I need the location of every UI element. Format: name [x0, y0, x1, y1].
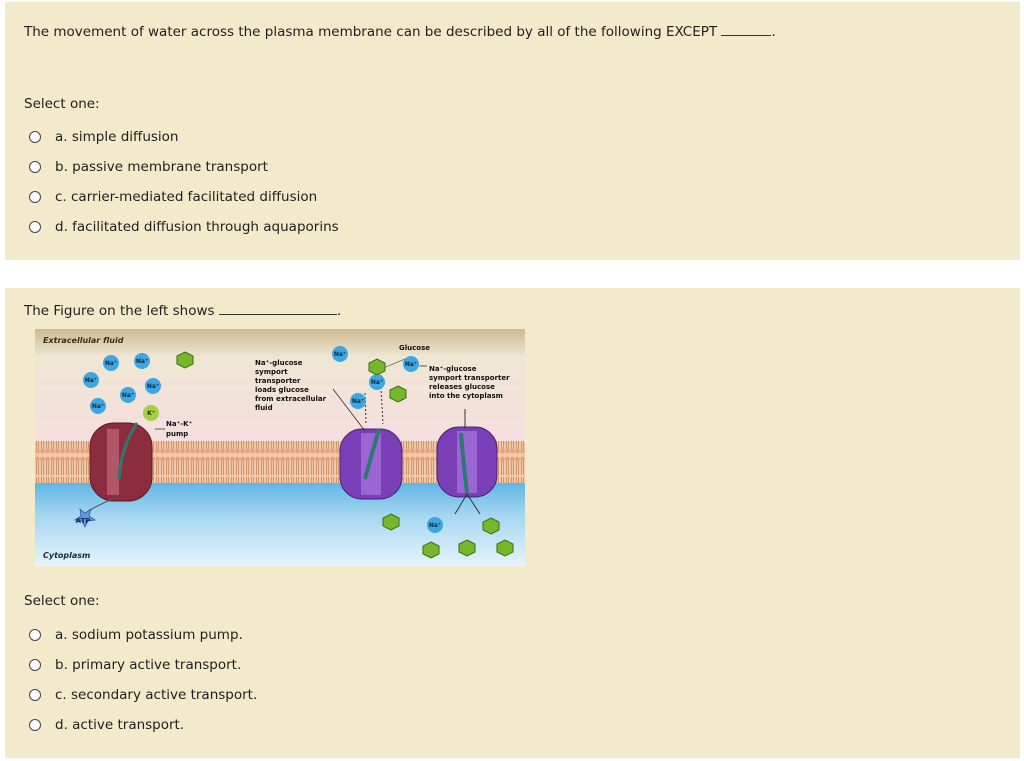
question-1-card: The movement of water across the plasma …: [5, 2, 1020, 260]
extracellular-label: Extracellular fluid: [43, 336, 124, 345]
radio-button[interactable]: [29, 191, 41, 203]
svg-text:symport transporter: symport transporter: [429, 374, 510, 382]
option-d[interactable]: d. active transport.: [29, 710, 257, 740]
radio-button[interactable]: [29, 221, 41, 233]
option-a[interactable]: a. sodium potassium pump.: [29, 620, 257, 650]
pump-label-2: pump: [166, 430, 188, 438]
svg-text:fluid: fluid: [255, 404, 273, 412]
svg-text:Na⁺: Na⁺: [92, 403, 104, 410]
cytoplasm-label: Cytoplasm: [43, 551, 90, 560]
pump-label: Na⁺-K⁺: [166, 420, 193, 428]
option-a[interactable]: a. simple diffusion: [29, 122, 339, 152]
question-1-text: The movement of water across the plasma …: [24, 24, 776, 40]
svg-text:Na⁺: Na⁺: [122, 392, 134, 399]
select-one-label: Select one:: [24, 593, 100, 609]
question-1-trail: .: [771, 24, 776, 40]
membrane-transport-figure: Extracellular fluid Cytoplasm Na⁺ Na⁺ Na…: [35, 329, 525, 566]
answer-blank: [721, 24, 772, 36]
option-b[interactable]: b. primary active transport.: [29, 650, 257, 680]
option-label: c. secondary active transport.: [55, 687, 258, 703]
radio-button[interactable]: [29, 659, 41, 671]
na-label: Na⁺: [405, 361, 417, 368]
svg-text:releases glucose: releases glucose: [429, 383, 495, 391]
option-c[interactable]: c. carrier-mediated facilitated diffusio…: [29, 182, 339, 212]
glucose-label: Glucose: [399, 344, 430, 352]
symport-releasing-label: Na⁺-glucose symport transporter releases…: [429, 365, 510, 400]
radio-button[interactable]: [29, 689, 41, 701]
question-2-card: The Figure on the left shows .: [5, 288, 1020, 758]
na-label: Na⁺: [352, 398, 364, 405]
option-label: d. active transport.: [55, 717, 185, 733]
option-label: c. carrier-mediated facilitated diffusio…: [55, 189, 318, 205]
svg-text:Na⁺: Na⁺: [147, 383, 159, 390]
atp-label: ATP: [76, 517, 91, 525]
select-one-label: Select one:: [24, 96, 100, 112]
radio-button[interactable]: [29, 161, 41, 173]
option-c[interactable]: c. secondary active transport.: [29, 680, 257, 710]
question-2-options: a. sodium potassium pump. b. primary act…: [29, 620, 257, 740]
answer-blank: [218, 303, 337, 315]
option-b[interactable]: b. passive membrane transport: [29, 152, 339, 182]
svg-text:transporter: transporter: [255, 377, 301, 385]
option-d[interactable]: d. facilitated diffusion through aquapor…: [29, 212, 339, 242]
svg-text:Na⁺-glucose: Na⁺-glucose: [429, 365, 477, 373]
option-label: a. sodium potassium pump.: [55, 627, 243, 643]
svg-text:loads glucose: loads glucose: [255, 386, 309, 394]
svg-text:Na⁺: Na⁺: [105, 360, 117, 367]
question-2-text: The Figure on the left shows .: [24, 303, 341, 319]
question-2-trail: .: [336, 303, 342, 319]
svg-text:Na⁺: Na⁺: [85, 377, 97, 384]
question-2-prompt: The Figure on the left shows: [24, 303, 215, 319]
option-label: d. facilitated diffusion through aquapor…: [55, 219, 339, 235]
option-label: b. primary active transport.: [55, 657, 242, 673]
symport-transporter-releasing: Na⁺ Na⁺: [403, 356, 498, 533]
option-label: a. simple diffusion: [55, 129, 179, 145]
radio-button[interactable]: [29, 131, 41, 143]
sodium-ions-pump: Na⁺ Na⁺ Na⁺ Na⁺ Na⁺ Na⁺: [83, 353, 161, 414]
na-label: Na⁺: [429, 522, 441, 529]
radio-button[interactable]: [29, 629, 41, 641]
svg-text:symport: symport: [255, 368, 288, 376]
potassium-ion-label: K⁺: [147, 410, 155, 417]
svg-text:Na⁺-glucose: Na⁺-glucose: [255, 359, 303, 367]
svg-text:into the cytoplasm: into the cytoplasm: [429, 392, 503, 400]
glucose-molecule: [176, 351, 194, 369]
symport-loading-label: Na⁺-glucose symport transporter loads gl…: [255, 359, 327, 412]
svg-text:Na⁺: Na⁺: [136, 358, 148, 365]
option-label: b. passive membrane transport: [55, 159, 268, 175]
svg-text:from extracellular: from extracellular: [255, 395, 327, 403]
sodium-potassium-pump: K⁺ Na⁺-K⁺ pump ATP: [73, 405, 193, 528]
symport-transporter-loading: Na⁺ Na⁺ Na⁺: [332, 346, 407, 500]
question-1-prompt: The movement of water across the plasma …: [24, 24, 718, 40]
radio-button[interactable]: [29, 719, 41, 731]
extracellular-region: [35, 329, 525, 441]
glucose-molecule: [368, 358, 386, 376]
na-label: Na⁺: [334, 351, 346, 358]
na-label: Na⁺: [371, 379, 383, 386]
question-1-options: a. simple diffusion b. passive membrane …: [29, 122, 339, 242]
cytoplasm-glucose-molecules: [382, 513, 514, 559]
glucose-molecule: [389, 385, 407, 403]
